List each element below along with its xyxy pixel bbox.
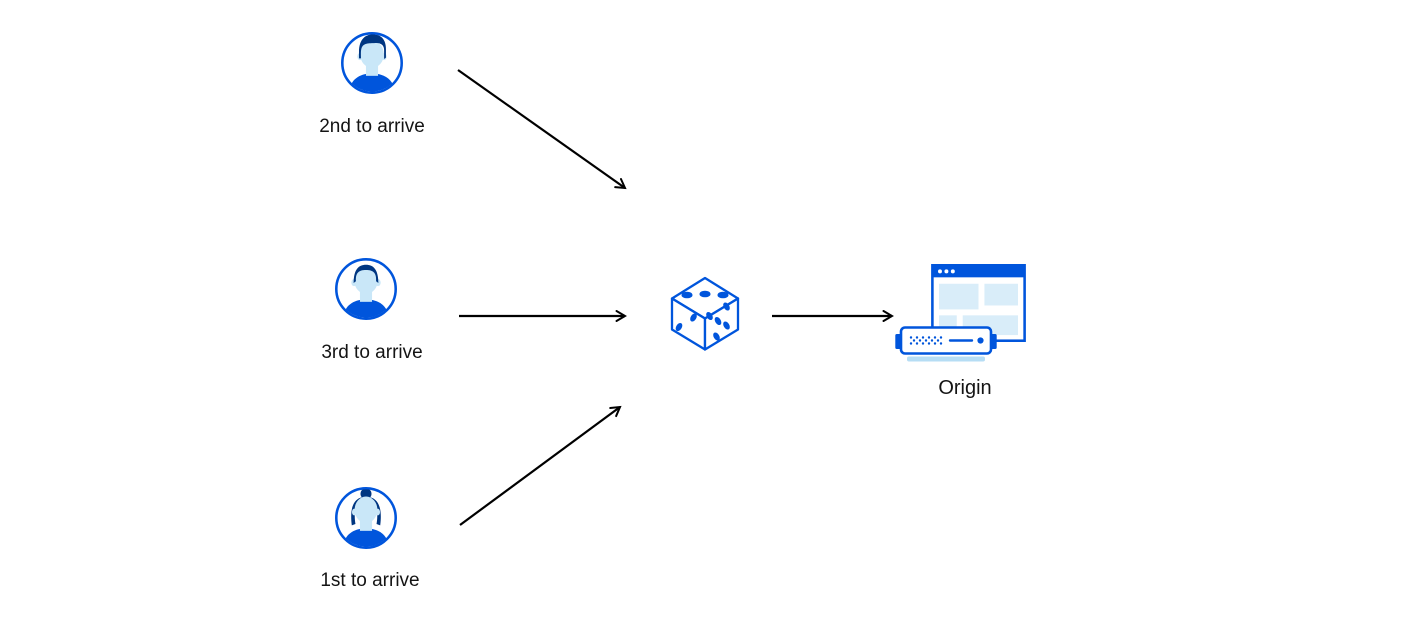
user-avatar-woman-icon (335, 487, 397, 549)
client-node-1st-to-arrive: 1st to arrive (320, 485, 420, 591)
arrow-client-2nd-to-dice (457, 69, 627, 190)
user-avatar-man-icon (335, 258, 397, 320)
origin-label: Origin (938, 377, 992, 399)
client-node-3rd-to-arrive: 3rd to arrive (321, 256, 423, 363)
dice-icon (670, 276, 740, 351)
client-label: 3rd to arrive (321, 342, 423, 363)
server-icon (895, 326, 997, 362)
user-avatar-man-icon (341, 32, 403, 94)
client-label: 1st to arrive (320, 570, 420, 591)
client-node-2nd-to-arrive: 2nd to arrive (319, 30, 425, 137)
origin-node: Origin (865, 264, 1065, 404)
arrow-client-1st-to-dice (459, 405, 622, 526)
client-label: 2nd to arrive (319, 116, 425, 137)
